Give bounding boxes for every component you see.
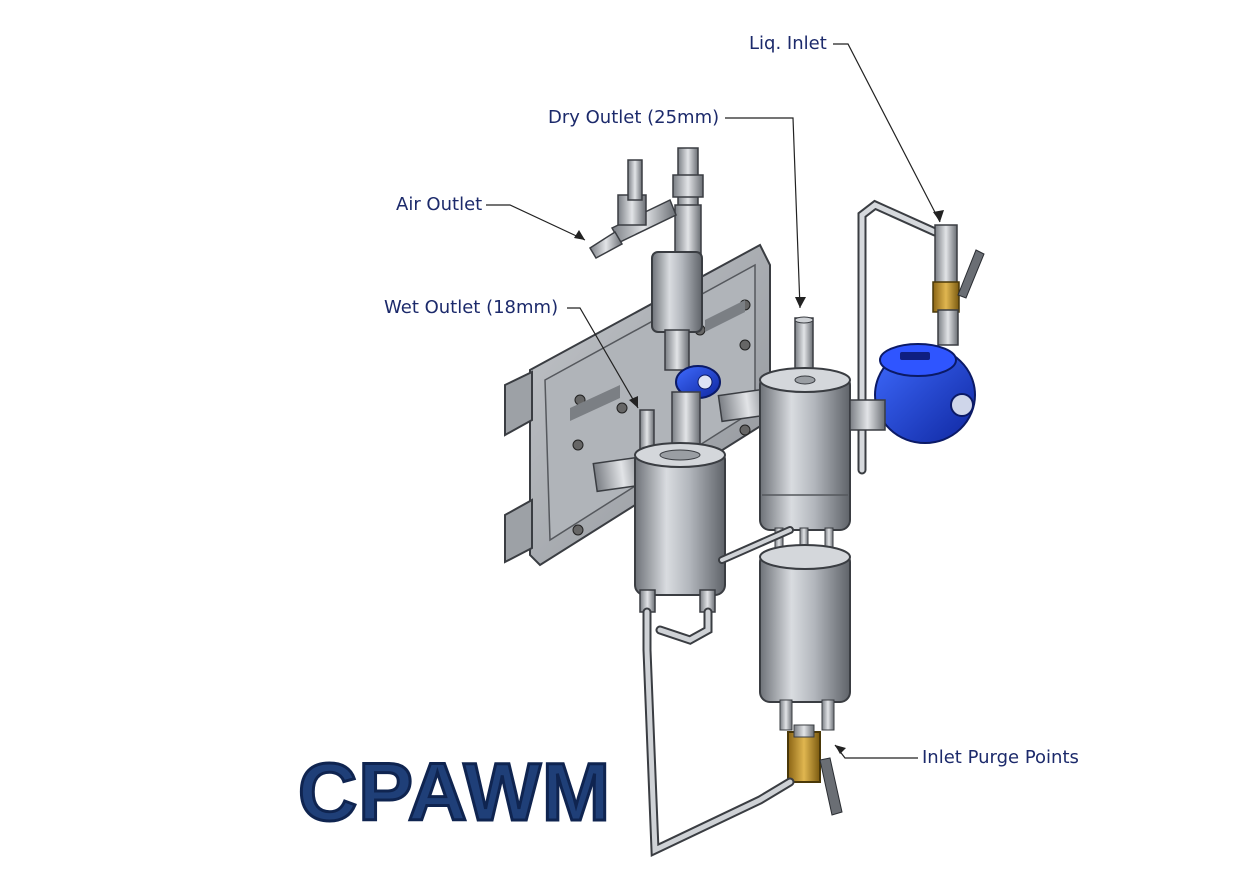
purge-valve [787,724,843,816]
leader-lines [486,43,941,759]
label-inlet-purge-points: Inlet Purge Points [922,747,1079,768]
product-title: CPAWM [296,746,612,839]
inlet-cylinder [759,544,851,731]
leader-wet-outlet [567,307,639,409]
leader-inlet-purge [834,744,918,759]
label-dry-outlet: Dry Outlet (25mm) [548,107,720,128]
blue-meter-housing [849,343,976,444]
leader-air-outlet [486,204,586,241]
drain-piping [642,526,795,857]
top-riser-assembly [588,147,704,371]
liquid-inlet-line [857,199,985,475]
dry-cylinder [759,316,851,531]
label-air-outlet: Air Outlet [396,194,483,215]
label-wet-outlet: Wet Outlet (18mm) [384,297,559,318]
wet-cylinder [634,409,726,613]
leader-arrowheads [574,210,944,754]
label-liq-inlet: Liq. Inlet [749,33,827,54]
leader-dry-outlet [725,117,801,309]
leader-liq-inlet [833,43,941,223]
